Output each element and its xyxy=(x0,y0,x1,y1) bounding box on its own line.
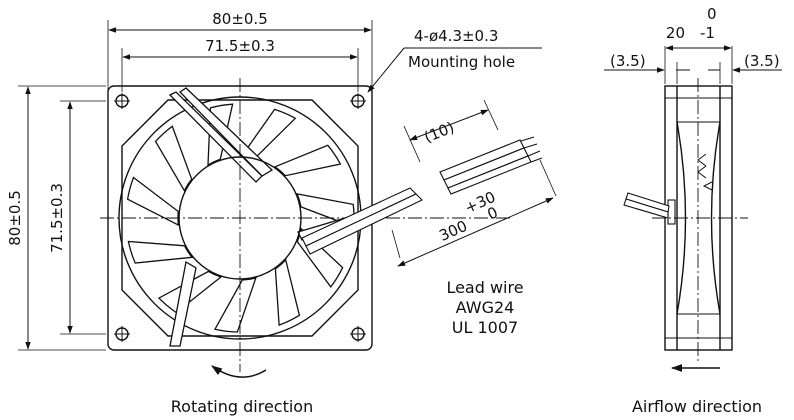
depth-tolerance-upper: 0 xyxy=(707,5,717,23)
dimension-width-outer: 80±0.5 xyxy=(212,10,268,28)
dimension-width-holes: 71.5±0.3 xyxy=(205,37,275,55)
lead-wire-bundle xyxy=(301,136,543,255)
front-view: 80±0.5 71.5±0.3 80±0.5 71.5±0.3 xyxy=(6,10,557,416)
dimension-line-wire-length xyxy=(397,197,554,267)
lead-wire-label-2: AWG24 xyxy=(456,298,515,317)
impeller-blade xyxy=(273,144,342,177)
side-lead-wire xyxy=(623,192,676,225)
flange-dimension-right: (3.5) xyxy=(744,52,780,70)
wire-length-tol-minus: 0 xyxy=(485,203,501,223)
depth-dimension-base: 20 xyxy=(666,24,685,42)
lead-wire-label-3: UL 1007 xyxy=(452,318,518,337)
rotation-arrow xyxy=(211,365,267,378)
impeller-blade xyxy=(154,125,193,193)
dimension-height-outer: 80±0.5 xyxy=(6,190,24,246)
mounting-hole-spec: 4-ø4.3±0.3 xyxy=(414,27,498,45)
flange-dimension-left: (3.5) xyxy=(610,52,646,70)
lead-wire-label-1: Lead wire xyxy=(446,278,523,297)
mounting-holes xyxy=(114,93,366,342)
impeller-blade xyxy=(214,277,257,333)
impeller-blade xyxy=(274,258,301,327)
side-view: 20 0 -1 (3.5) (3.5) xyxy=(604,5,782,416)
airflow-marker xyxy=(697,153,713,191)
impeller-blade xyxy=(126,176,180,227)
dimension-height-holes: 71.5±0.3 xyxy=(48,183,66,253)
mounting-hole-leader xyxy=(367,47,405,93)
impeller-blade xyxy=(127,240,194,264)
wire-strip-length: (10) xyxy=(421,118,456,146)
rotating-direction-caption: Rotating direction xyxy=(171,397,313,416)
depth-tolerance-lower: -1 xyxy=(700,24,715,42)
airflow-direction-caption: Airflow direction xyxy=(632,397,762,416)
wire-length-base: 300 xyxy=(436,217,469,245)
mounting-hole-label: Mounting hole xyxy=(408,53,515,71)
